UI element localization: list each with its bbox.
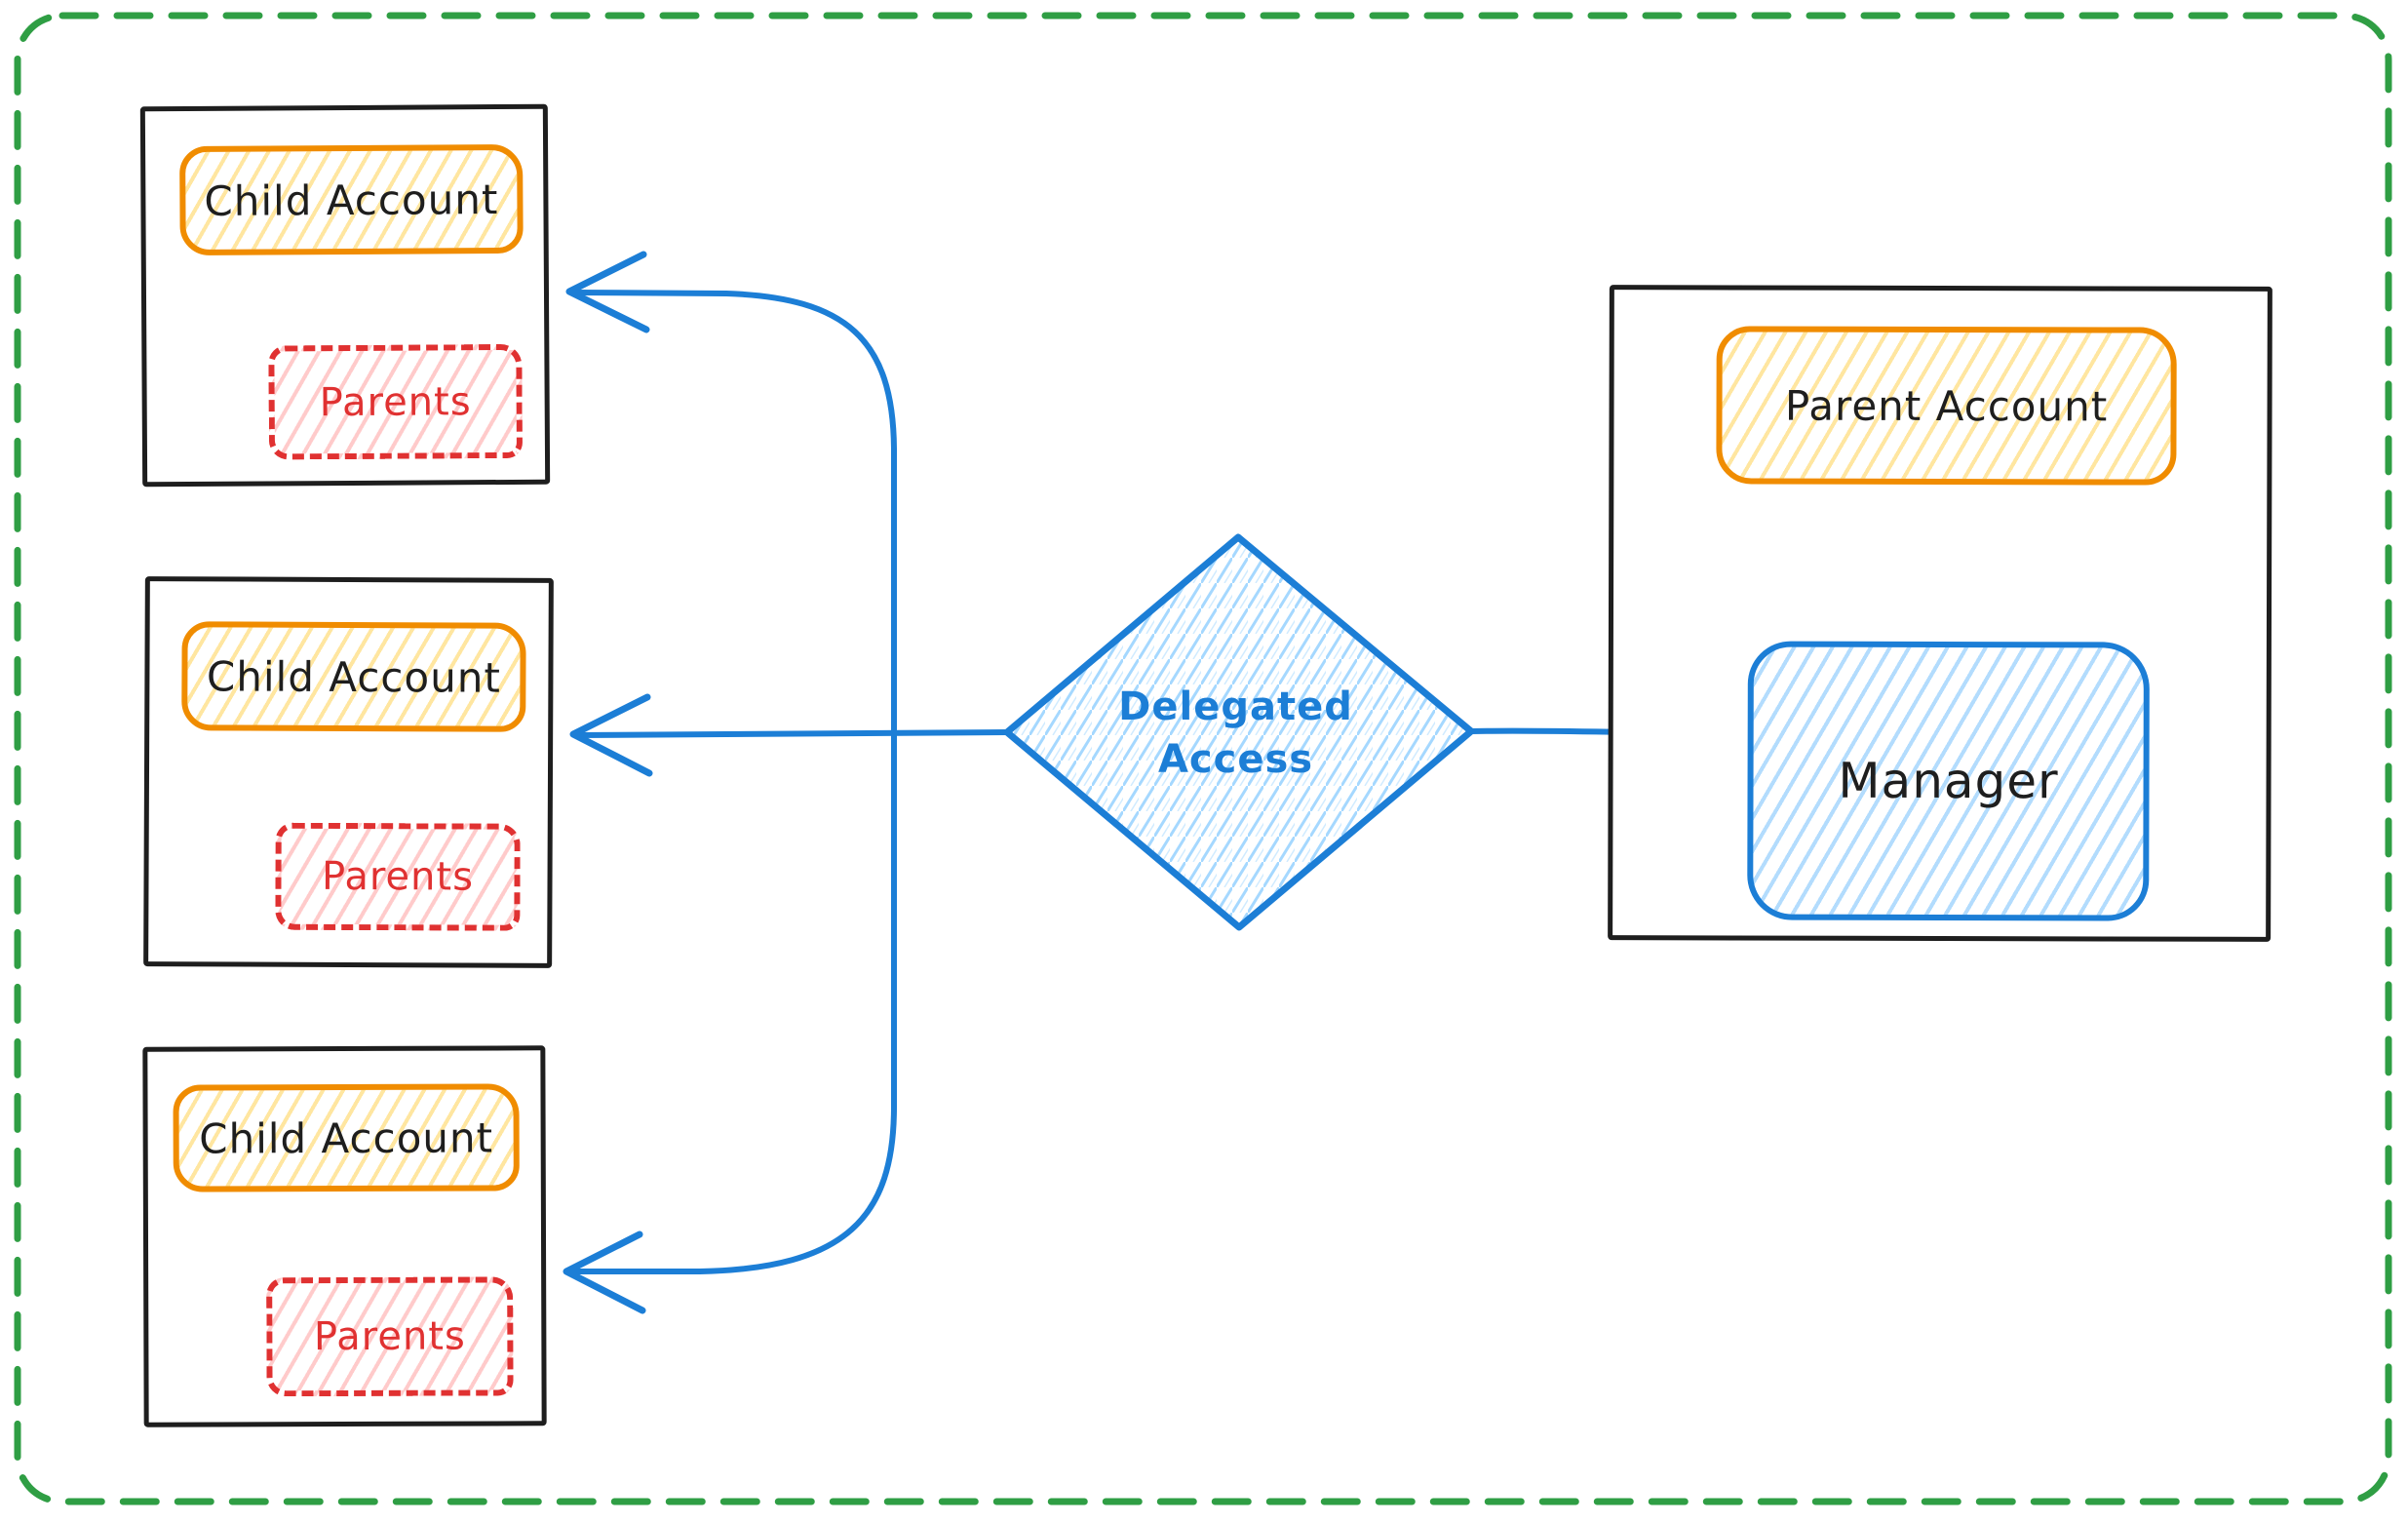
arrow-trunk-to-children (568, 290, 897, 1274)
parents-box-top: Parents (268, 343, 524, 460)
manager-label: Manager (1838, 752, 2059, 810)
arrowhead-child-middle-icon (569, 693, 653, 777)
arrowhead-child-top-icon (565, 251, 650, 333)
child-account-pill-middle: Child Account (181, 621, 526, 732)
delegated-access-diamond (1003, 533, 1475, 931)
parent-group-box: Parent Account Manager (1608, 285, 2272, 942)
child-account-pill-bottom: Child Account (173, 1083, 520, 1192)
parent-account-label: Parent Account (1784, 381, 2109, 430)
arrow-to-child-middle (572, 729, 1010, 738)
delegated-access-label: Delegated Access (1068, 681, 1404, 786)
parents-label-top: Parents (319, 378, 472, 425)
manager-node: Manager (1747, 641, 2150, 921)
parents-box-middle: Parents (275, 822, 521, 931)
arrowhead-child-bottom-icon (563, 1231, 646, 1314)
parents-label-bottom: Parents (313, 1313, 466, 1360)
child-account-label-middle: Child Account (206, 651, 501, 702)
parent-account-pill: Parent Account (1716, 326, 2177, 486)
parents-label-middle: Parents (321, 853, 475, 900)
child-account-pill-top: Child Account (179, 143, 524, 256)
child-group-box-middle: Child Account Parents (143, 576, 554, 968)
child-account-label-top: Child Account (204, 175, 499, 225)
parents-box-bottom: Parents (266, 1276, 514, 1397)
delegated-access-label-line1: Delegated (1118, 684, 1353, 729)
child-account-label-bottom: Child Account (199, 1113, 494, 1163)
child-group-box-top: Child Account Parents (139, 103, 551, 488)
child-group-box-bottom: Child Account Parents (142, 1045, 547, 1427)
delegated-access-label-line2: Access (1157, 737, 1314, 782)
